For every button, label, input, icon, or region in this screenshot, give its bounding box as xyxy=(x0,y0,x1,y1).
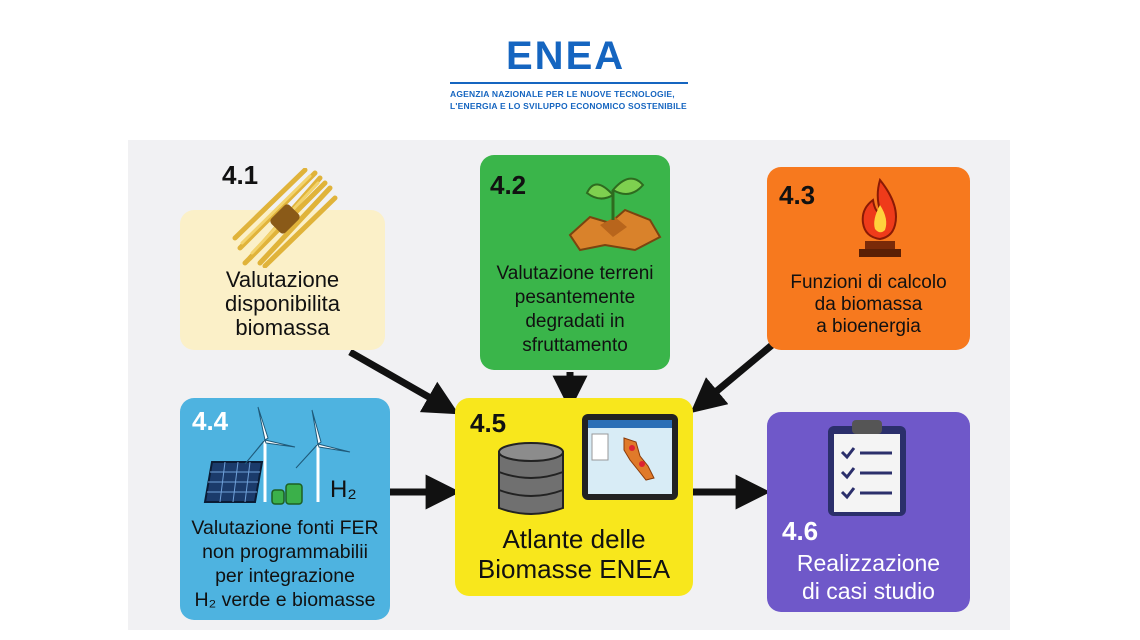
map-tablet-icon xyxy=(582,414,678,500)
node-4-2-number: 4.2 xyxy=(490,170,527,200)
node-4-3 xyxy=(767,167,970,350)
logo-wordmark: ENEA xyxy=(506,34,626,78)
arrow-4-3-to-4-5 xyxy=(690,342,775,414)
node-4-3-number: 4.3 xyxy=(779,180,816,210)
h2-label: H₂ xyxy=(330,476,357,503)
logo-rule xyxy=(450,82,688,84)
wheat-bundle-icon xyxy=(232,168,338,268)
node-4-4-label: Valutazione fonti FER non programmabilii… xyxy=(191,517,379,611)
logo-subtitle-line-2: L'ENERGIA E LO SVILUPPO ECONOMICO SOSTEN… xyxy=(450,101,687,111)
logo-subtitle-line-1: AGENZIA NAZIONALE PER LE NUOVE TECNOLOGI… xyxy=(450,89,675,99)
node-4-1-number: 4.1 xyxy=(222,160,259,190)
arrow-4-1-to-4-5 xyxy=(348,348,459,415)
logo-subtitle: AGENZIA NAZIONALE PER LE NUOVE TECNOLOGI… xyxy=(450,88,690,112)
clipboard-checklist-icon xyxy=(828,420,906,516)
land-plant-icon xyxy=(568,177,662,252)
node-4-5-label: Atlante delle Biomasse ENEA xyxy=(477,524,671,584)
solar-wind-icon xyxy=(203,406,351,505)
node-4-2 xyxy=(480,155,670,370)
database-icon xyxy=(498,442,564,515)
node-4-6-number: 4.6 xyxy=(782,516,819,546)
node-4-5-number: 4.5 xyxy=(470,408,507,438)
enea-logo: ENEA AGENZIA NAZIONALE PER LE NUOVE TECN… xyxy=(450,34,690,116)
node-4-4-number: 4.4 xyxy=(192,406,229,436)
node-4-6-label: Realizzazione di casi studio xyxy=(796,550,941,604)
node-4-3-label: Funzioni di calcolo da biomassa a bioene… xyxy=(790,272,947,337)
flame-burner-icon xyxy=(859,177,901,257)
node-4-1-label: Valutazione disponibilita biomassa xyxy=(225,267,340,340)
node-4-2-label: Valutazione terreni pesantemente degrada… xyxy=(496,263,654,356)
node-4-4 xyxy=(180,398,390,620)
